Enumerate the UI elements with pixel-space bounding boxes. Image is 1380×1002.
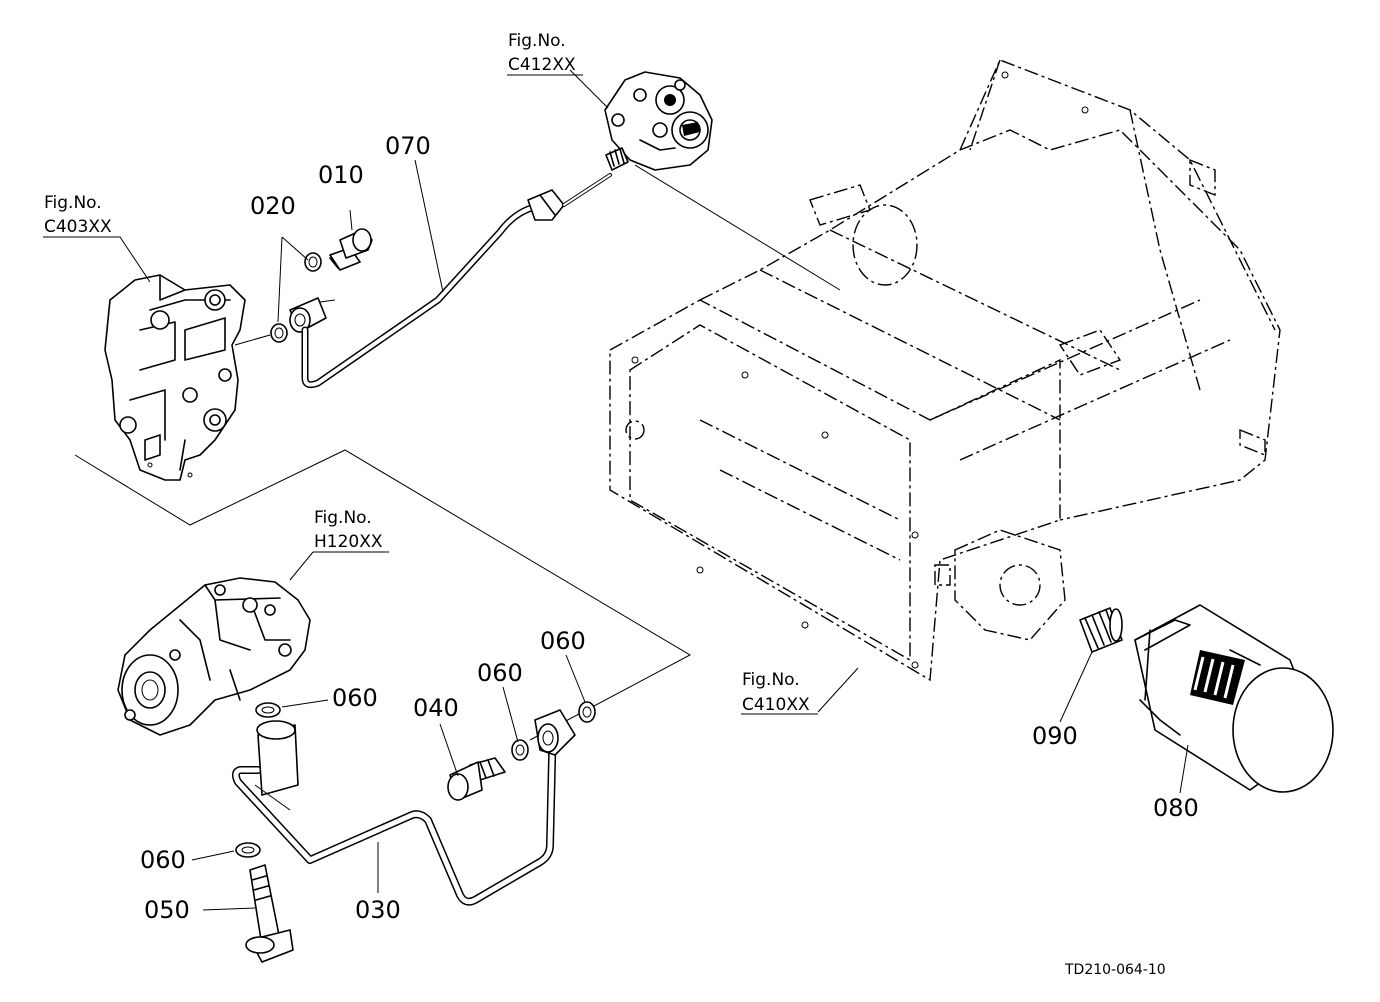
svg-text:Fig.No.: Fig.No. (742, 670, 800, 690)
bolt-040 (447, 757, 506, 801)
oil-filter-080 (1134, 604, 1334, 793)
washer-020-a (304, 252, 322, 272)
part-label-030: 030 (355, 896, 401, 924)
svg-text:C410XX: C410XX (742, 695, 810, 715)
part-label-070: 070 (385, 132, 431, 160)
transmission-case (609, 59, 1281, 682)
pump-c412 (604, 71, 713, 171)
part-label-010: 010 (318, 161, 364, 189)
fig-label-c410: Fig.No. C410XX (741, 670, 818, 715)
part-label-060-a: 060 (332, 684, 378, 712)
part-label-060-c: 060 (540, 627, 586, 655)
svg-text:Fig.No.: Fig.No. (508, 31, 566, 51)
drawing-code: TD210-064-10 (1064, 962, 1166, 978)
valve-block (104, 274, 246, 481)
bolt-050 (245, 864, 294, 963)
fig-label-c412: Fig.No. C412XX (507, 31, 583, 76)
banjo-fitting-upper (289, 297, 327, 333)
svg-text:C412XX: C412XX (508, 55, 576, 75)
fig-label-h120: Fig.No. H120XX (289, 508, 389, 581)
washer-020-b (270, 323, 288, 343)
svg-text:H120XX: H120XX (314, 532, 383, 552)
part-label-040: 040 (413, 694, 459, 722)
part-label-060-b: 060 (477, 659, 523, 687)
svg-text:C403XX: C403XX (44, 217, 112, 237)
part-label-060-d: 060 (140, 846, 186, 874)
part-label-080: 080 (1153, 794, 1199, 822)
washer-060-b (235, 842, 261, 858)
part-label-090: 090 (1032, 722, 1078, 750)
washer-060-a (255, 702, 281, 718)
pipe-030 (231, 709, 576, 906)
svg-text:Fig.No.: Fig.No. (314, 508, 372, 528)
washer-060-c (511, 739, 529, 761)
part-label-020: 020 (250, 192, 296, 220)
svg-text:Fig.No.: Fig.No. (44, 193, 102, 213)
oil-pump-h120 (117, 577, 311, 736)
fitting-090 (1079, 607, 1123, 653)
fig-label-c403: Fig.No. C403XX (43, 193, 151, 283)
bolt-010 (329, 228, 373, 271)
washer-060-d (578, 701, 596, 723)
pipe-070 (301, 173, 612, 389)
part-label-050: 050 (144, 896, 190, 924)
valve-block-bracket (74, 449, 692, 741)
